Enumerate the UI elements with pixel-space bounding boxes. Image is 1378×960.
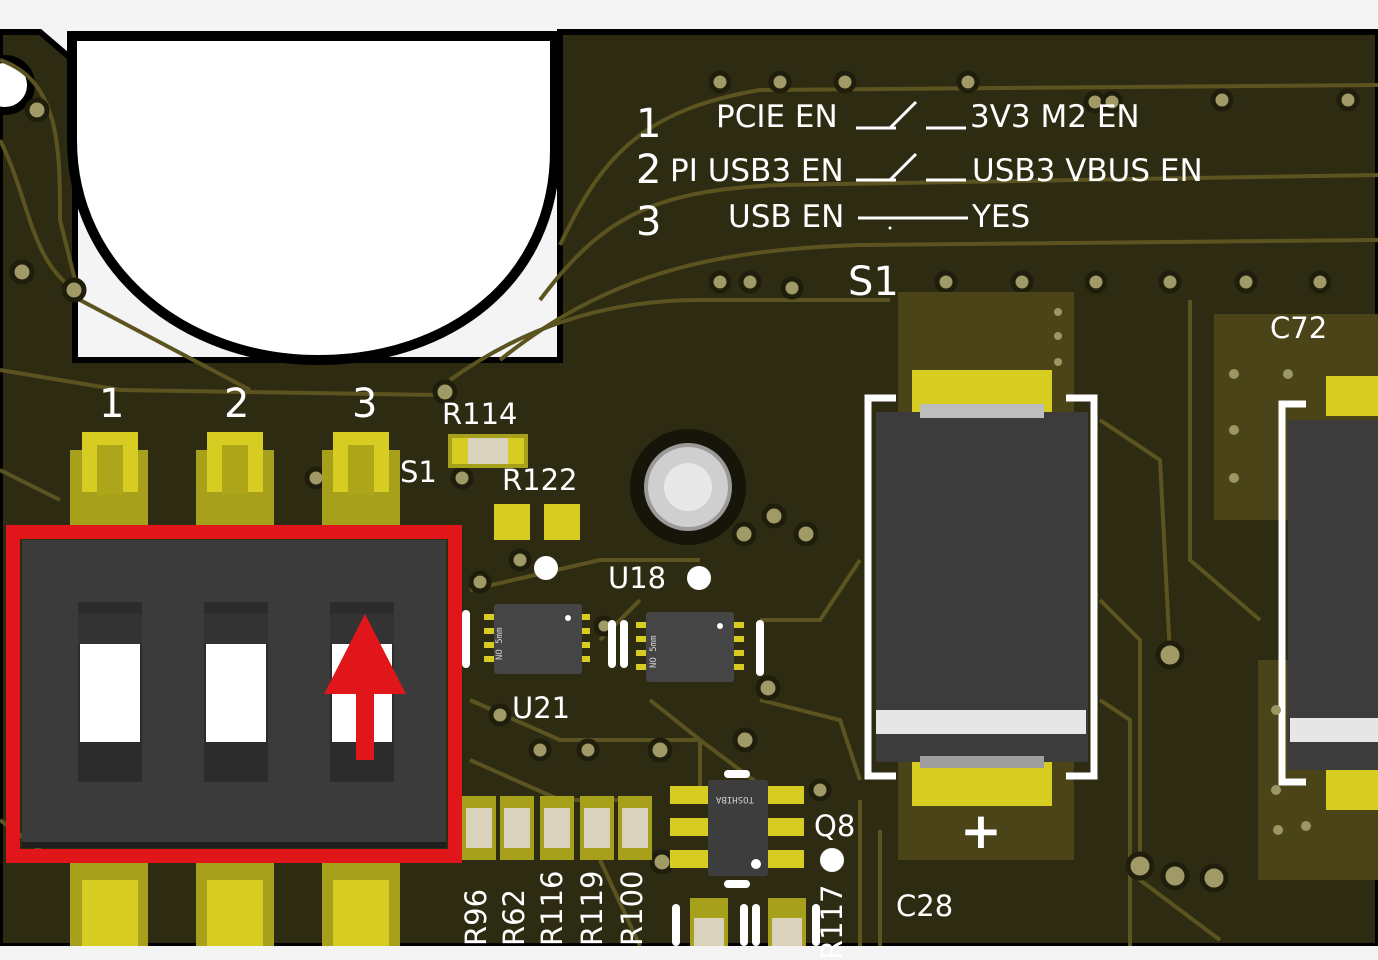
q8-marking: TOSHIBA bbox=[716, 794, 754, 804]
copper-traces bbox=[0, 58, 1378, 946]
legend-row-3-right: YES bbox=[972, 199, 1031, 235]
bottom-parts bbox=[672, 898, 820, 946]
u21-marking: NO 5mm bbox=[495, 627, 505, 660]
designator-r96: R96 bbox=[459, 888, 493, 946]
c72-capacitor bbox=[1214, 314, 1378, 880]
legend-row-2-number: 2 bbox=[636, 147, 662, 193]
board-cutout bbox=[67, 31, 560, 366]
resistor-array bbox=[462, 796, 652, 860]
switch-position-3: 3 bbox=[352, 381, 378, 427]
designator-u18: U18 bbox=[608, 561, 667, 595]
r114-component bbox=[448, 434, 528, 468]
legend-row-3-left: USB EN bbox=[728, 199, 845, 235]
q8-transistor bbox=[670, 770, 804, 888]
dip-lever-2[interactable] bbox=[204, 602, 268, 782]
switch-symbols bbox=[856, 100, 968, 220]
designator-r114: R114 bbox=[442, 397, 518, 431]
dip-lever-1[interactable] bbox=[78, 602, 142, 782]
r122-pads bbox=[494, 504, 580, 540]
designator-r122: R122 bbox=[502, 463, 578, 497]
u21-chip bbox=[462, 604, 616, 674]
legend-row-2-left: PI USB3 EN bbox=[670, 153, 844, 189]
designator-s1-main: S1 bbox=[848, 259, 899, 305]
designator-u21: U21 bbox=[512, 691, 571, 725]
legend-row-1-right: 3V3 M2 EN bbox=[970, 99, 1140, 135]
designator-s1-small: S1 bbox=[400, 455, 437, 489]
u18-marking: NO 5mm bbox=[649, 635, 659, 668]
legend-row-2-right: USB3 VBUS EN bbox=[972, 153, 1203, 189]
dip-switch-pads-top bbox=[70, 432, 400, 530]
polarity-plus-mark: + bbox=[960, 802, 1002, 860]
up-arrow-icon bbox=[324, 614, 406, 760]
c28-capacitor bbox=[864, 292, 1098, 860]
designator-r100: R100 bbox=[615, 870, 649, 946]
switch-position-2: 2 bbox=[224, 381, 250, 427]
switch-symbol-dot bbox=[888, 226, 892, 230]
designator-c72: C72 bbox=[1270, 311, 1328, 345]
legend-row-1-number: 1 bbox=[636, 101, 662, 147]
designator-r116: R116 bbox=[535, 870, 569, 946]
vias bbox=[9, 70, 1360, 893]
pin1-markers bbox=[534, 556, 844, 872]
mounting-hole bbox=[630, 429, 746, 545]
designator-r62: R62 bbox=[497, 888, 531, 946]
designator-c28: C28 bbox=[896, 889, 954, 923]
u18-chip bbox=[620, 612, 764, 682]
legend-row-1-left: PCIE EN bbox=[716, 99, 838, 135]
highlight-box bbox=[6, 525, 462, 863]
designator-r117: R117 bbox=[815, 884, 849, 960]
designator-r119: R119 bbox=[575, 870, 609, 946]
legend-row-3-number: 3 bbox=[636, 199, 662, 245]
switch-position-1: 1 bbox=[99, 381, 125, 427]
dip-switch-pads-bottom bbox=[70, 860, 400, 946]
designator-q8: Q8 bbox=[814, 809, 856, 843]
